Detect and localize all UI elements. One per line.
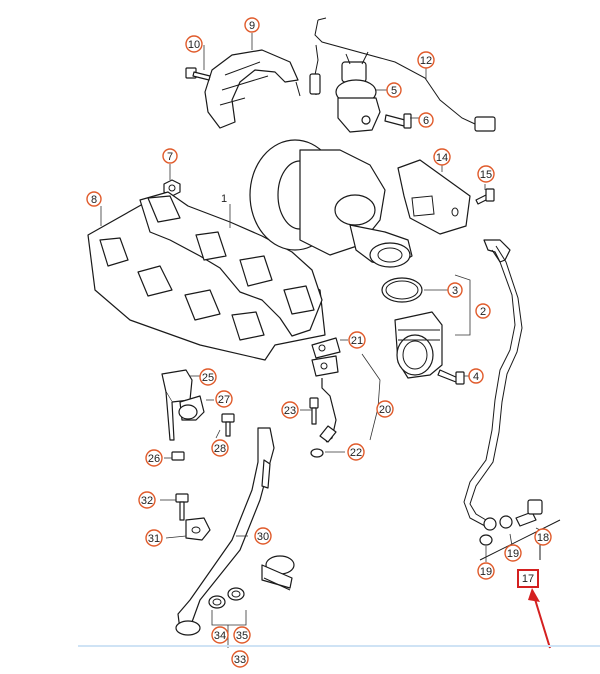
screw-6: [384, 113, 412, 129]
outlet-pipe: [394, 311, 443, 379]
svg-text:28: 28: [214, 443, 226, 455]
exhaust-manifold: [139, 191, 323, 337]
oil-supply-line: [463, 239, 561, 561]
leader-lines: [100, 33, 541, 648]
svg-text:18: 18: [537, 532, 549, 544]
callout-25: 25: [199, 368, 217, 386]
seal-ring-34: [208, 595, 226, 609]
callout-5: 5: [386, 82, 402, 98]
svg-text:15: 15: [480, 169, 492, 181]
callout-14: 14: [433, 148, 451, 166]
svg-text:22: 22: [350, 447, 362, 459]
svg-text:9: 9: [249, 20, 255, 32]
callout-2: 2: [475, 303, 491, 319]
svg-text:27: 27: [218, 394, 230, 406]
svg-text:7: 7: [167, 151, 173, 163]
svg-text:31: 31: [148, 533, 160, 545]
svg-text:5: 5: [391, 85, 397, 97]
callout-21: 21: [348, 331, 366, 349]
callout-15: 15: [477, 165, 495, 183]
callout-26: 26: [145, 449, 163, 467]
callout-22: 22: [347, 443, 365, 461]
callout-28: 28: [211, 439, 229, 457]
svg-text:23: 23: [284, 405, 296, 417]
actuator-unit: [335, 51, 381, 133]
sensor-cable: [309, 17, 496, 132]
heat-shield: [204, 49, 301, 129]
screw-10: [185, 67, 211, 81]
callout-10: 10: [185, 35, 203, 53]
banjo-bolt: [261, 555, 295, 591]
svg-text:35: 35: [236, 630, 248, 642]
svg-text:26: 26: [148, 453, 160, 465]
svg-text:14: 14: [436, 152, 448, 164]
screw-4: [437, 369, 465, 385]
exhaust-manifold-gasket: [87, 199, 326, 361]
svg-text:33: 33: [234, 654, 246, 666]
callout-12: 12: [417, 51, 435, 69]
screw-32: [175, 493, 189, 521]
callout-20: 20: [376, 400, 394, 418]
pipe-bracket-31: [185, 517, 211, 541]
svg-text:34: 34: [214, 630, 226, 642]
svg-text:1: 1: [221, 193, 227, 205]
svg-text:30: 30: [257, 531, 269, 543]
clamp-bracket: [161, 369, 205, 441]
screw-15: [475, 188, 495, 205]
svg-text:8: 8: [91, 194, 97, 206]
callout-19-right: 19: [504, 544, 522, 562]
callout-19-left: 19: [477, 562, 495, 580]
red-arrow: [528, 588, 551, 649]
svg-text:19: 19: [507, 548, 519, 560]
screw-23: [309, 397, 319, 425]
callout-35: 35: [233, 626, 251, 644]
callout-8: 8: [86, 191, 102, 207]
svg-text:21: 21: [351, 335, 363, 347]
bottom-divider: [78, 645, 600, 647]
callout-31: 31: [145, 529, 163, 547]
highlight-box: [517, 569, 539, 588]
svg-text:19: 19: [480, 566, 492, 578]
svg-text:32: 32: [141, 495, 153, 507]
seal-ring-35: [227, 587, 245, 601]
callout-18: 18: [534, 528, 552, 546]
o-ring: [381, 277, 423, 303]
svg-text:12: 12: [420, 55, 432, 67]
callout-30: 30: [254, 527, 272, 545]
callout-33: 33: [231, 650, 249, 668]
screw-26: [171, 451, 185, 461]
callout-markers: 1 2 3 4 5 6 7 8 9 10 12: [86, 17, 552, 668]
callout-32: 32: [138, 491, 156, 509]
callout-6: 6: [418, 112, 434, 128]
callout-1: 1: [221, 193, 227, 205]
svg-text:20: 20: [379, 404, 391, 416]
callout-9: 9: [244, 17, 260, 33]
oil-return-pipe: [310, 337, 341, 458]
turbocharger-housing: [249, 139, 413, 268]
callout-23: 23: [281, 401, 299, 419]
oil-feed-pipe: [175, 427, 275, 636]
svg-text:10: 10: [188, 39, 200, 51]
svg-text:25: 25: [202, 372, 214, 384]
svg-text:2: 2: [480, 306, 486, 318]
callout-3: 3: [447, 282, 463, 298]
svg-text:6: 6: [423, 115, 429, 127]
svg-text:4: 4: [473, 371, 479, 383]
callout-27: 27: [215, 390, 233, 408]
svg-text:17: 17: [522, 573, 534, 585]
bracket: [397, 159, 471, 235]
screw-28: [221, 413, 235, 437]
callout-4: 4: [468, 368, 484, 384]
callout-17: 17: [522, 573, 534, 585]
svg-text:3: 3: [452, 285, 458, 297]
callout-34: 34: [211, 626, 229, 644]
callout-7: 7: [162, 148, 178, 164]
